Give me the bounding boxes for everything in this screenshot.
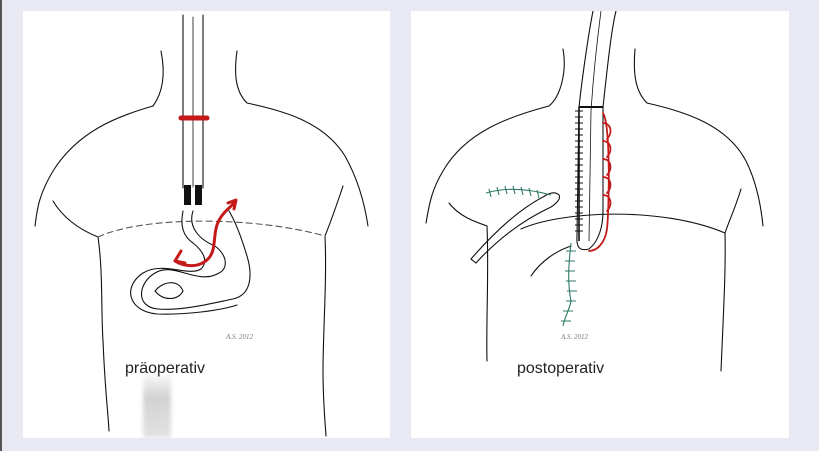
- scan-smudge: [143, 371, 171, 438]
- stomach-outline: [131, 211, 250, 314]
- preoperative-signature: A.S. 2012: [226, 333, 253, 341]
- neck-right-outline: [236, 51, 247, 103]
- torso-right-outline: [247, 103, 368, 436]
- postoperative-signature: A.S. 2012: [561, 333, 588, 341]
- postoperative-caption: postoperativ: [517, 360, 604, 378]
- green-incision-sutures: [486, 186, 577, 326]
- neck-left-outline: [153, 51, 163, 106]
- red-vascular-arcade: [589, 113, 610, 251]
- chest-drain-tube: [471, 193, 560, 263]
- torso-left-outline: [35, 106, 153, 431]
- diaphragm-line: [521, 214, 725, 233]
- left-frame-line: [0, 0, 2, 451]
- postoperative-panel: A.S. 2012 postoperativ: [411, 11, 789, 438]
- preoperative-panel: A.S. 2012 präoperativ: [23, 11, 390, 438]
- preoperative-drawing: [23, 11, 390, 438]
- torso-left-outline: [426, 106, 549, 361]
- stomach-inner-curve: [155, 283, 183, 299]
- diaphragm-line: [98, 221, 325, 237]
- neck-outline: [549, 49, 647, 106]
- stenosis-bands: [184, 185, 202, 205]
- torso-right-outline: [647, 103, 763, 371]
- conduit-inner-line: [589, 11, 601, 241]
